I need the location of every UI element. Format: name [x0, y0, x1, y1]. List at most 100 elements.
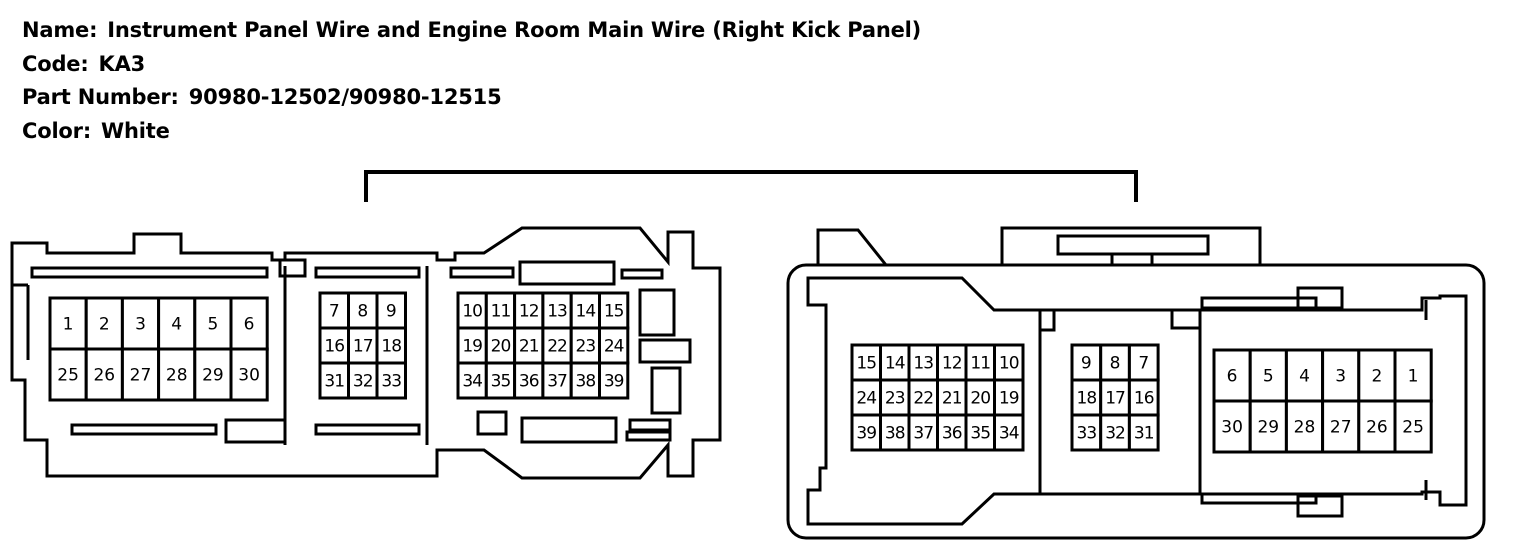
pin-number: 6 — [1227, 367, 1238, 387]
pin-cell — [1070, 343, 1103, 382]
pin-cell — [484, 291, 517, 330]
left-connector-outline — [10, 226, 722, 480]
pin-number: 20 — [491, 336, 511, 356]
pin-number: 33 — [1077, 424, 1097, 444]
pin-cell — [1099, 413, 1131, 452]
pin-number: 29 — [202, 366, 224, 386]
pin-number: 39 — [604, 371, 624, 391]
pin-number: 37 — [547, 371, 567, 391]
pin-number: 8 — [357, 302, 368, 322]
pin-number: 32 — [1105, 424, 1125, 444]
pin-cell — [229, 347, 269, 402]
pin-number: 9 — [386, 302, 397, 322]
name-label: Name: — [22, 18, 98, 42]
pin-number: 30 — [238, 366, 260, 386]
color-label: Color: — [22, 118, 92, 143]
pin-number: 38 — [576, 371, 596, 391]
pin-number: 19 — [462, 336, 482, 356]
pin-number: 38 — [885, 423, 905, 443]
part-number-value: 90980-12502/90980-12515 — [188, 85, 502, 109]
name-value: Instrument Panel Wire and Engine Room Ma… — [107, 18, 922, 42]
pin-cell — [964, 378, 996, 417]
pin-number: 23 — [885, 388, 905, 408]
pin-cell — [936, 343, 968, 382]
pin-number: 16 — [1134, 389, 1154, 409]
pin-number: 6 — [244, 315, 255, 335]
pin-number: 36 — [942, 423, 962, 443]
pin-number: 23 — [576, 336, 596, 356]
pin-number: 17 — [353, 337, 373, 357]
pin-cell — [1127, 413, 1160, 452]
pin-cell — [598, 326, 630, 365]
connector-info: Name: Instrument Panel Wire and Engine Ro… — [22, 14, 921, 148]
pin-number: 35 — [970, 423, 990, 443]
pin-number: 35 — [491, 371, 511, 391]
pin-cell — [541, 361, 573, 400]
pin-number: 21 — [942, 388, 962, 408]
pin-number: 12 — [942, 353, 962, 373]
pin-number: 8 — [1110, 354, 1121, 374]
pin-number: 12 — [519, 301, 539, 321]
right-connector-outline — [786, 226, 1486, 540]
pin-number: 14 — [885, 353, 905, 373]
pin-number: 36 — [519, 371, 539, 391]
pin-cell — [1393, 399, 1433, 454]
pin-number: 33 — [381, 372, 401, 392]
name-line: Name: Instrument Panel Wire and Engine Ro… — [22, 14, 921, 48]
code-value: KA3 — [98, 51, 146, 76]
pin-number: 9 — [1081, 354, 1092, 374]
pin-cell — [1393, 348, 1433, 403]
pin-number: 5 — [1263, 367, 1274, 387]
pin-cell — [157, 347, 197, 402]
pin-number: 19 — [999, 388, 1019, 408]
pin-number: 31 — [324, 372, 344, 392]
code-line: Code: KA3 — [22, 48, 921, 82]
pin-number: 11 — [970, 353, 990, 373]
pin-number: 22 — [913, 388, 933, 408]
pin-number: 7 — [329, 302, 340, 322]
pin-number: 25 — [1402, 418, 1424, 438]
pin-number: 1 — [1408, 367, 1419, 387]
pin-cell — [1212, 399, 1252, 454]
pin-number: 18 — [1077, 389, 1097, 409]
pin-number: 26 — [1366, 418, 1388, 438]
pin-number: 21 — [519, 336, 539, 356]
pin-number: 14 — [576, 301, 596, 321]
pin-cell — [964, 413, 996, 452]
pin-cell — [193, 347, 233, 402]
pin-number: 34 — [999, 423, 1019, 443]
pin-number: 10 — [462, 301, 482, 321]
pin-number: 29 — [1257, 418, 1279, 438]
pin-cell — [347, 361, 379, 400]
part-number-line: Part Number:90980-12502/90980-12515 — [22, 81, 921, 115]
pin-number: 7 — [1138, 354, 1149, 374]
pin-number: 27 — [130, 366, 152, 386]
pin-number: 3 — [1335, 367, 1346, 387]
pin-number: 37 — [913, 423, 933, 443]
color-line: Color:White — [22, 115, 921, 149]
pin-number: 3 — [135, 315, 146, 335]
pin-cell — [879, 413, 911, 452]
pin-number: 24 — [604, 336, 624, 356]
pin-number: 13 — [913, 353, 933, 373]
pin-number: 24 — [856, 388, 876, 408]
pin-number: 30 — [1221, 418, 1243, 438]
pin-cell — [484, 361, 517, 400]
code-label: Code: — [22, 51, 89, 76]
pin-number: 11 — [491, 301, 511, 321]
pin-number: 31 — [1134, 424, 1154, 444]
pin-cell — [850, 413, 882, 452]
pin-number: 26 — [93, 366, 115, 386]
pin-number: 15 — [856, 353, 876, 373]
pin-number: 1 — [63, 315, 74, 335]
pin-cell — [229, 296, 269, 351]
pin-number: 22 — [547, 336, 567, 356]
